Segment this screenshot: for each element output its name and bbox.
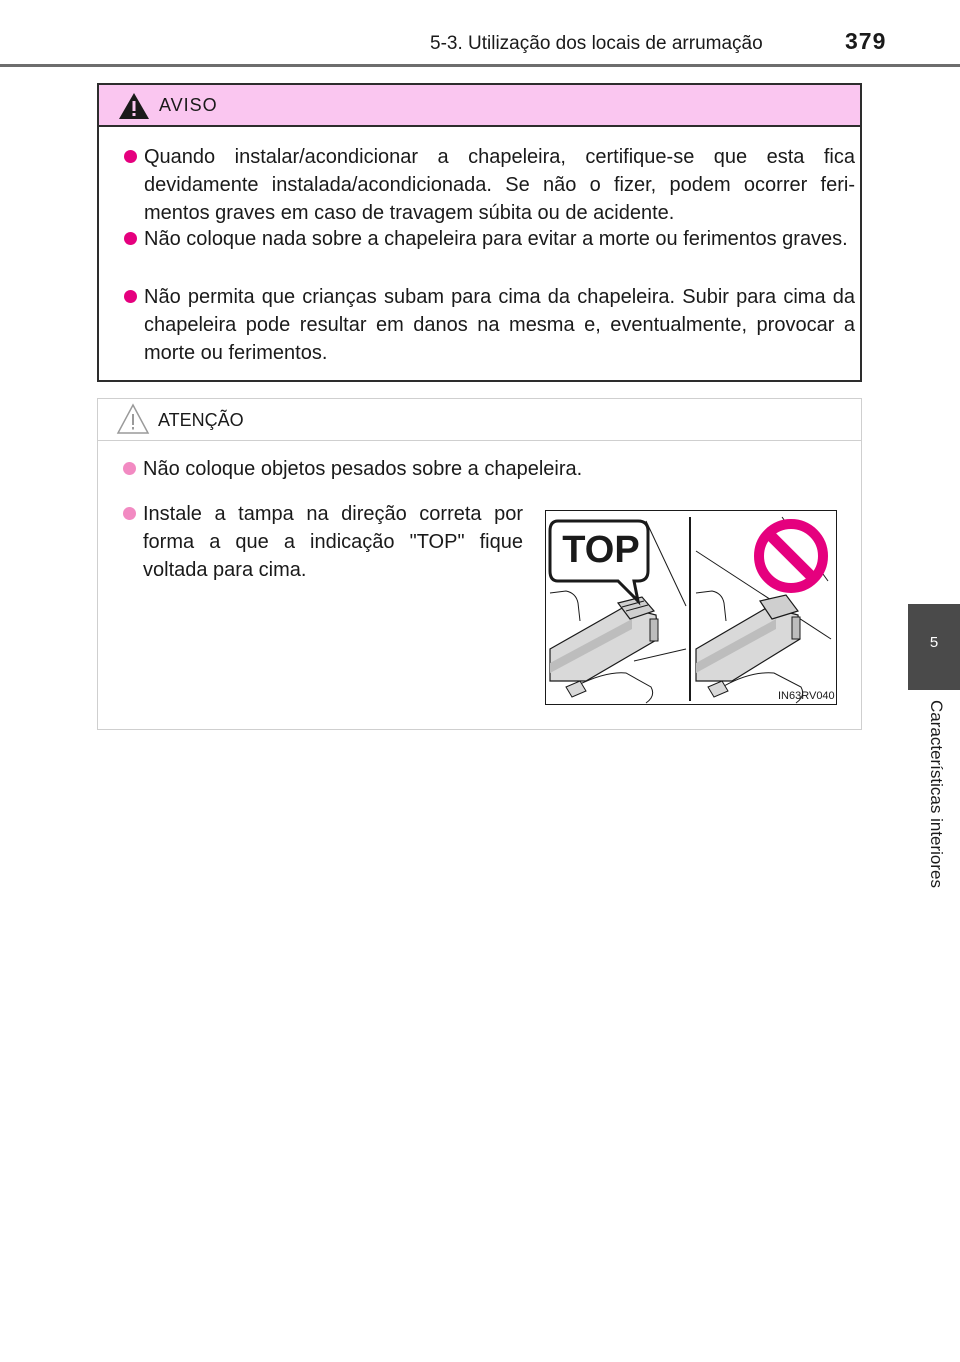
aviso-item-text: Não permita que crianças subam para cima… — [144, 286, 855, 364]
atencao-header: ATENÇÃO — [98, 399, 861, 441]
chapter-tab: 5 — [908, 604, 960, 690]
atencao-item-text: Instale a tampa na direção correta por f… — [143, 503, 523, 581]
atencao-title: ATENÇÃO — [158, 410, 244, 430]
atencao-item: Não coloque objetos pesados sobre a chap… — [123, 455, 854, 483]
bullet-dot — [123, 462, 136, 475]
chapter-number: 5 — [929, 634, 939, 651]
warning-triangle-outline-icon — [116, 403, 150, 434]
chapter-side-label: Características interiores — [926, 700, 948, 940]
bullet-dot — [123, 507, 136, 520]
chapter-title: Características interiores — [927, 700, 946, 889]
top-orientation-illustration: TOP IN63RV040 — [545, 510, 837, 705]
atencao-item-text: Não coloque objetos pesados sobre a chap… — [143, 458, 583, 480]
warning-triangle-filled-icon — [119, 93, 149, 119]
aviso-item: Não coloque nada sobre a chapeleira para… — [124, 225, 855, 253]
prohibition-icon — [754, 519, 828, 593]
header-rule — [0, 64, 960, 67]
atencao-item: Instale a tampa na direção correta por f… — [123, 500, 523, 584]
aviso-title: AVISO — [159, 95, 218, 115]
aviso-box: AVISO Quando instalar/acondicionar a cha… — [97, 83, 862, 382]
bullet-dot — [124, 232, 137, 245]
callout-top-text: TOP — [562, 529, 640, 571]
illustration-code: IN63RV040 — [778, 690, 835, 702]
cover-illustration-drawing — [548, 516, 832, 704]
aviso-item-text: Quando instalar/acondicionar a chapeleir… — [144, 146, 855, 224]
page-number: 379 — [845, 28, 887, 54]
aviso-item: Quando instalar/acondicionar a chapeleir… — [124, 143, 855, 227]
aviso-header: AVISO — [99, 85, 860, 127]
bullet-dot — [124, 290, 137, 303]
header-section-title: 5-3. Utilização dos locais de arrumação — [430, 33, 763, 54]
atencao-box: ATENÇÃO Não coloque objetos pesados sobr… — [97, 398, 862, 730]
aviso-item-text: Não coloque nada sobre a chapeleira para… — [144, 228, 848, 250]
aviso-item: Não permita que crianças subam para cima… — [124, 283, 855, 367]
bullet-dot — [124, 150, 137, 163]
